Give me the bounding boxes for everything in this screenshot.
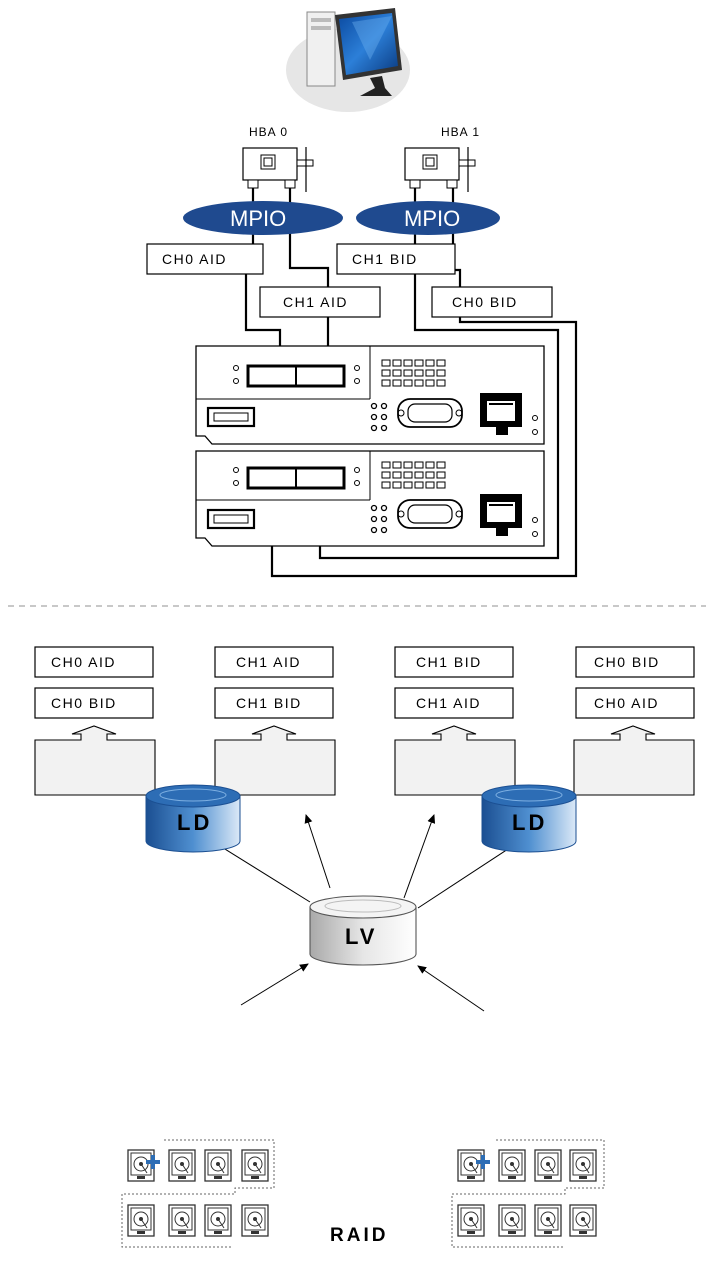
logical-drive-left: LD: [145, 784, 241, 853]
cable-label-ch0-aid: CH0 AID: [146, 243, 264, 275]
mapping-4-primary: CH0 BID: [594, 654, 660, 670]
cable-label-ch1-bid-text: CH1 BID: [352, 251, 418, 267]
hba-0-label: HBA 0: [249, 125, 288, 139]
raid-group-left: [121, 1139, 275, 1248]
cable-label-ch0-bid: CH0 BID: [431, 286, 553, 318]
raid-label: RAID: [330, 1225, 388, 1246]
ethernet-port-icon: [480, 393, 522, 435]
hard-disk-icon: [569, 1204, 597, 1237]
ethernet-port-icon: [480, 494, 522, 536]
hba-1-label: HBA 1: [441, 125, 480, 139]
mapping-2-primary: CH1 AID: [236, 654, 301, 670]
hard-disk-icon: [569, 1149, 597, 1182]
hard-disk-icon: [127, 1149, 155, 1182]
ld-right-label: LD: [512, 810, 547, 835]
mapping-column-4: CH0 BID CH0 AID: [573, 646, 695, 796]
serial-port-icon: [397, 398, 463, 428]
mapping-1-primary: CH0 AID: [51, 654, 116, 670]
spare-plus-icon: [476, 1155, 490, 1169]
hard-disk-icon: [457, 1204, 485, 1237]
spare-plus-icon: [146, 1155, 160, 1169]
logical-drive-right: LD: [481, 784, 577, 853]
mapping-4-secondary: CH0 AID: [594, 695, 659, 711]
cable-label-ch1-aid-text: CH1 AID: [283, 294, 348, 310]
cable-label-ch1-bid: CH1 BID: [336, 243, 456, 275]
mapping-3-primary: CH1 BID: [416, 654, 482, 670]
hard-disk-icon: [204, 1204, 232, 1237]
logical-volume-cylinder: LV: [309, 895, 417, 966]
ld-left-label: LD: [177, 810, 212, 835]
mapping-column-3: CH1 BID CH1 AID: [394, 646, 516, 796]
raid-group-right: [451, 1139, 605, 1248]
computer-icon: [286, 8, 410, 112]
hard-disk-icon: [534, 1204, 562, 1237]
hard-disk-icon: [204, 1149, 232, 1182]
hard-disk-icon: [534, 1149, 562, 1182]
hard-disk-icon: [168, 1204, 196, 1237]
hba-1-card: HBA 1: [404, 125, 480, 192]
hard-disk-icon: [241, 1204, 269, 1237]
mpio-1-label: MPIO: [404, 206, 460, 231]
mapping-column-1: CH0 AID CH0 BID: [34, 646, 156, 796]
cable-label-ch1-aid: CH1 AID: [259, 286, 381, 318]
cable-label-ch0-bid-text: CH0 BID: [452, 294, 518, 310]
serial-port-icon: [397, 499, 463, 529]
cable-label-ch0-aid-text: CH0 AID: [162, 251, 227, 267]
hba-0-card: HBA 0: [242, 125, 314, 192]
mapping-3-secondary: CH1 AID: [416, 695, 481, 711]
hard-disk-icon: [168, 1149, 196, 1182]
mapping-1-secondary: CH0 BID: [51, 695, 117, 711]
mapping-column-2: CH1 AID CH1 BID: [214, 646, 336, 796]
mpio-0-label: MPIO: [230, 206, 286, 231]
lv-label: LV: [345, 924, 377, 949]
controller-a: [195, 345, 545, 445]
hard-disk-icon: [498, 1149, 526, 1182]
controller-b: [195, 450, 545, 547]
hard-disk-icon: [241, 1149, 269, 1182]
mapping-arrows: [166, 812, 564, 1012]
mpio-0: MPIO: [183, 201, 343, 235]
mapping-2-secondary: CH1 BID: [236, 695, 302, 711]
hard-disk-icon: [457, 1149, 485, 1182]
hard-disk-icon: [498, 1204, 526, 1237]
mpio-1: MPIO: [356, 201, 500, 235]
hard-disk-icon: [127, 1204, 155, 1237]
